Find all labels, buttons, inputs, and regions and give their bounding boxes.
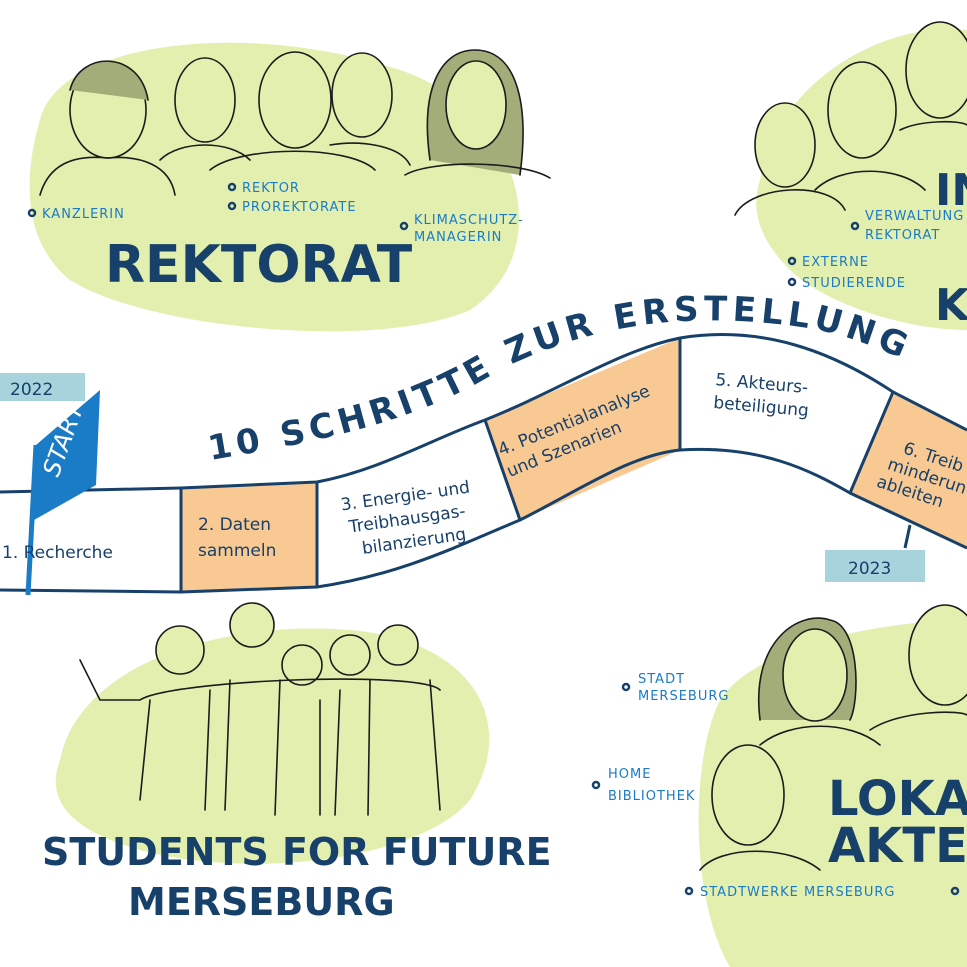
step-6-box <box>850 392 967 548</box>
step-3-box <box>317 420 520 587</box>
label-home: HOME <box>608 767 651 782</box>
lokal-title-line-2: AKTEU <box>828 818 967 874</box>
step-4-box <box>485 338 680 520</box>
label-verwaltung: VERWALTUNG <box>865 209 964 224</box>
students-title-line-2: MERSEBURG <box>128 880 395 924</box>
label-stadtwerke: STADTWERKE MERSEBURG <box>700 885 895 900</box>
year-2023: 2023 <box>848 559 891 579</box>
rektorat-blob <box>29 42 520 332</box>
label-externe: EXTERNE <box>802 255 869 270</box>
step-1-label: 1. Recherche <box>2 543 113 563</box>
intern-title-fragment-2: K <box>935 280 967 331</box>
label-kanzlerin: KANZLERIN <box>42 207 125 222</box>
label-bibliothek: BIBLIOTHEK <box>608 789 695 804</box>
lokal-title-line-1: LOKALE <box>828 771 967 827</box>
label-klimaschutz: KLIMASCHUTZ- <box>414 213 524 228</box>
step-2-box <box>181 482 317 592</box>
year-2023-bg <box>825 550 925 582</box>
year-2022: 2022 <box>10 380 53 400</box>
label-stadt: STADT <box>638 672 685 687</box>
lokal-portraits <box>699 604 967 871</box>
students-blob <box>55 628 490 864</box>
label-rektorat: REKTORAT <box>865 228 940 243</box>
rektorat-portraits <box>39 49 551 196</box>
label-rektor: REKTOR <box>242 181 300 196</box>
step-5-box <box>680 338 893 493</box>
roadmap-road <box>0 333 967 594</box>
students-title-line-1: STUDENTS FOR FUTURE <box>42 830 552 874</box>
students-group <box>79 602 441 816</box>
label-prorektorate: PROREKTORATE <box>242 200 357 215</box>
intern-blob <box>756 28 967 330</box>
step-2-line-2: sammeln <box>198 541 276 561</box>
label-managerin: MANAGERIN <box>414 230 502 245</box>
intern-title-fragment: IN <box>935 165 967 216</box>
year-2022-bg <box>0 373 85 401</box>
step-1-box <box>0 488 181 592</box>
label-studierende: STUDIERENDE <box>802 276 906 291</box>
label-merseburg: MERSEBURG <box>638 689 729 704</box>
rektorat-title: REKTORAT <box>105 235 413 295</box>
step-2-line-1: 2. Daten <box>198 515 271 535</box>
intern-portraits <box>734 21 967 216</box>
